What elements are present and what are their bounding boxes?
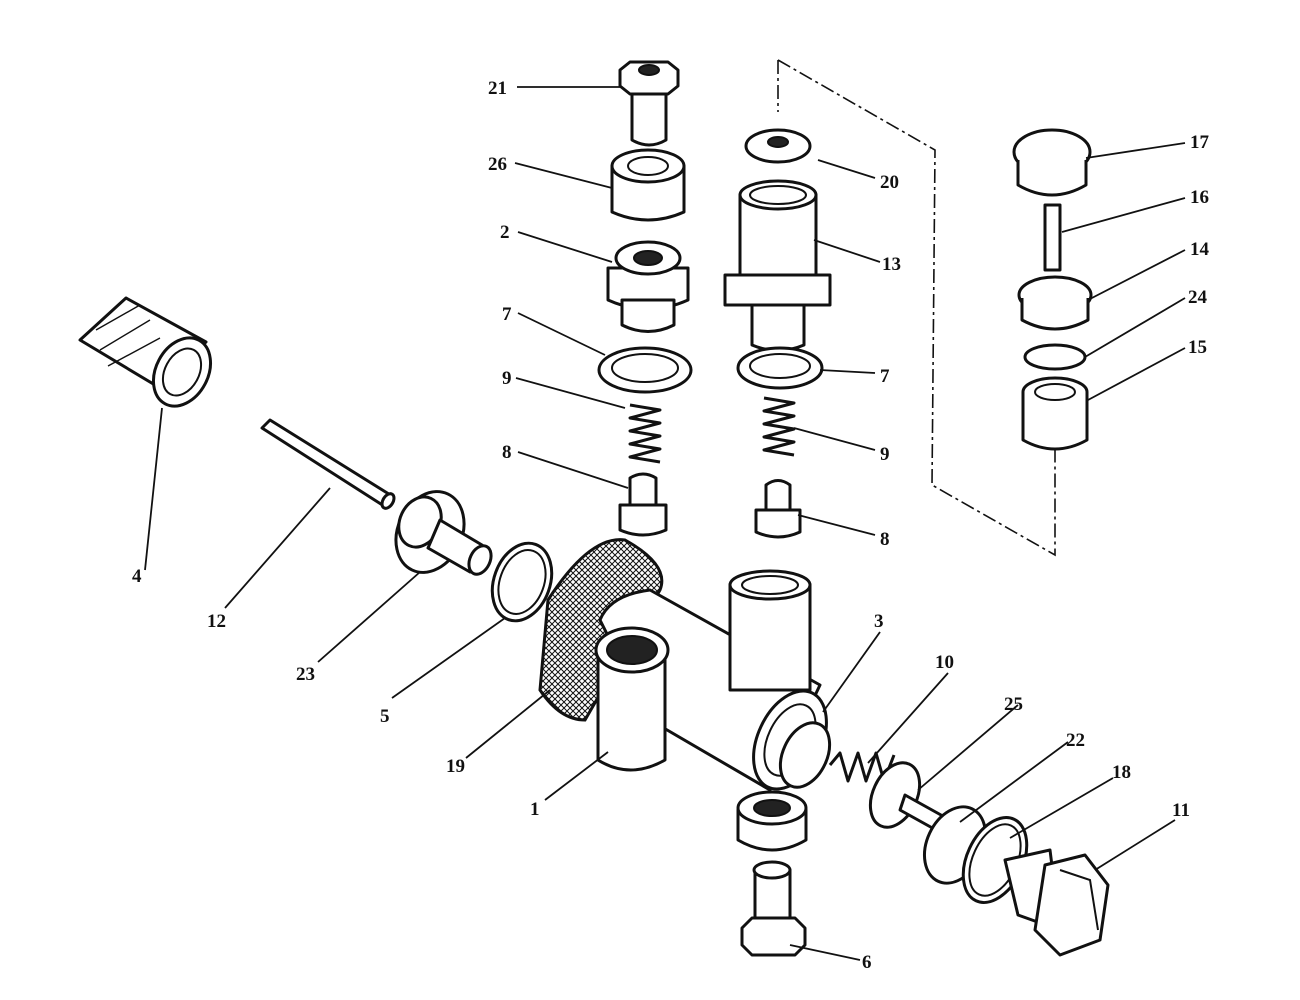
part-7-washer-right xyxy=(736,346,824,390)
callout-9-left: 9 xyxy=(502,368,512,389)
part-7-washer-left xyxy=(597,346,693,394)
callout-19: 19 xyxy=(446,756,465,777)
leader-lines xyxy=(144,86,1186,961)
callout-8-right: 8 xyxy=(880,529,890,550)
callout-25: 25 xyxy=(1004,694,1023,715)
callout-12: 12 xyxy=(207,611,226,632)
callout-21: 21 xyxy=(488,78,507,99)
part-23-piston xyxy=(394,490,493,576)
callout-5: 5 xyxy=(380,706,390,727)
part-2-fitting xyxy=(606,240,690,333)
part-13-filter-housing xyxy=(723,179,832,352)
callout-17: 17 xyxy=(1190,132,1210,153)
callout-26: 26 xyxy=(488,154,507,175)
part-6-bottom-banjo-bolt xyxy=(736,790,808,957)
callout-4: 4 xyxy=(132,566,142,587)
callout-14: 14 xyxy=(1190,239,1210,260)
callout-6: 6 xyxy=(862,952,872,973)
part-3-seat-ring xyxy=(778,721,832,789)
callout-15: 15 xyxy=(1188,337,1207,358)
part-24-o-ring xyxy=(1023,343,1087,371)
callout-7-left: 7 xyxy=(502,304,512,325)
callout-13: 13 xyxy=(882,254,901,275)
part-9-spring-right xyxy=(762,396,796,457)
callout-7-right: 7 xyxy=(880,366,890,387)
assembly-frame-line xyxy=(777,59,1056,557)
part-11-plug xyxy=(1003,848,1110,957)
callout-8-left: 8 xyxy=(502,442,512,463)
callout-22: 22 xyxy=(1066,730,1085,751)
callout-20: 20 xyxy=(880,172,899,193)
part-21-banjo-bolt xyxy=(618,60,680,147)
part-14-cap xyxy=(1017,275,1093,331)
part-26-bushing xyxy=(610,148,686,222)
callout-10: 10 xyxy=(935,652,954,673)
callout-23: 23 xyxy=(296,664,315,685)
part-17-knob xyxy=(1012,128,1092,197)
part-19-gasket xyxy=(538,538,664,722)
part-16-plunger-stem xyxy=(1043,203,1062,272)
callout-24: 24 xyxy=(1188,287,1208,308)
callout-2: 2 xyxy=(500,222,510,243)
part-12-rod xyxy=(260,418,396,510)
callout-18: 18 xyxy=(1112,762,1131,783)
callout-3: 3 xyxy=(874,611,884,632)
part-8-valve-left xyxy=(618,472,668,537)
callout-1: 1 xyxy=(530,799,540,820)
part-5-o-ring-inner xyxy=(497,549,547,615)
part-8-valve-right xyxy=(754,479,802,539)
part-4-sleeve xyxy=(78,296,213,408)
callout-9-right: 9 xyxy=(880,444,890,465)
part-9-spring-left xyxy=(628,403,662,464)
part-15-cylinder xyxy=(1021,376,1089,451)
part-20-filter-disc xyxy=(744,128,812,164)
callout-11: 11 xyxy=(1172,800,1190,821)
callout-16: 16 xyxy=(1190,187,1209,208)
